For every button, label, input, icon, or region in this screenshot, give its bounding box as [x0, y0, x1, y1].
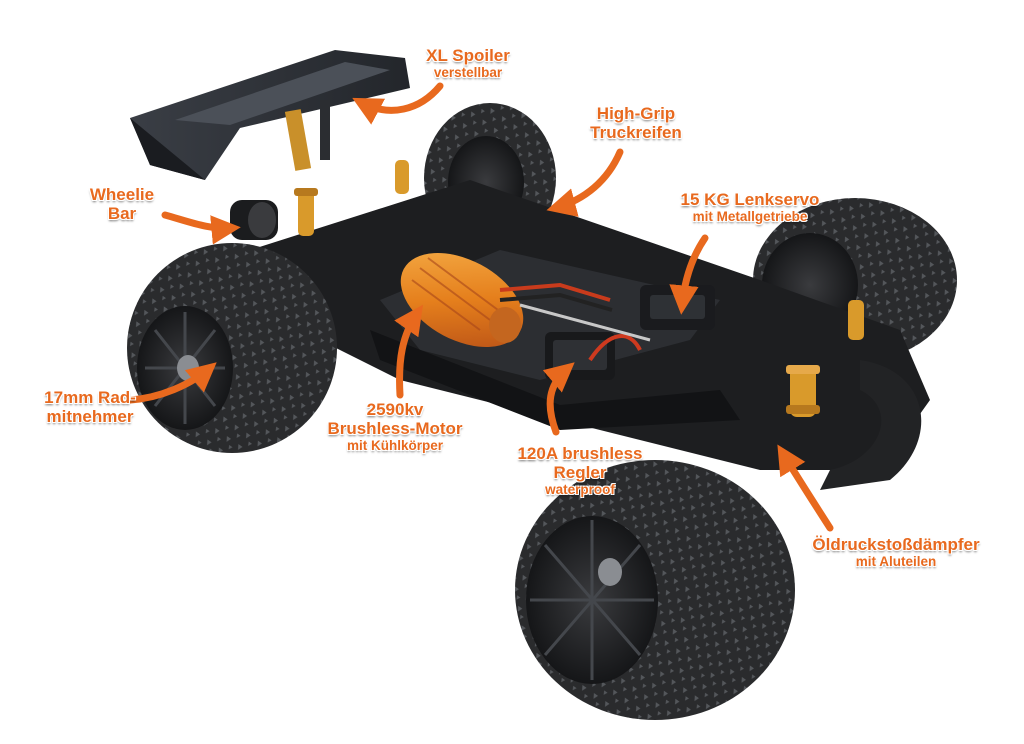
callout-esc-line2: Regler: [553, 463, 607, 483]
arrow-motor: [394, 304, 424, 399]
callout-shocks-subtitle: mit Aluteilen: [855, 554, 937, 570]
callout-servo: 15 KG Lenkservo mit Metallgetriebe: [650, 190, 850, 224]
shock-absorbers: [294, 160, 864, 417]
callout-hub-line2: mitnehmer: [46, 407, 134, 427]
callout-hub-line1: 17mm Rad-: [44, 388, 136, 407]
callout-esc-subtitle: waterproof: [545, 482, 615, 498]
callout-motor: 2590kv Brushless-Motor mit Kühlkörper: [300, 400, 490, 453]
callout-servo-title: 15 KG Lenkservo: [680, 190, 820, 209]
callout-wheelie-bar: Wheelie Bar: [72, 185, 172, 223]
arrow-esc: [542, 362, 575, 436]
callout-wheelie-line1: Wheelie: [89, 185, 155, 204]
arrow-wheelie: [161, 211, 241, 245]
callout-servo-subtitle: mit Metallgetriebe: [692, 209, 808, 225]
front-left-wheel: [515, 460, 795, 720]
callout-spoiler: XL Spoiler verstellbar: [408, 46, 528, 80]
arrow-shocks: [777, 444, 834, 532]
callout-wheelie-line2: Bar: [107, 204, 137, 224]
arrow-servo: [669, 234, 709, 315]
spoiler: [130, 50, 410, 180]
callout-tires: High-Grip Truckreifen: [566, 104, 706, 142]
callout-tires-line1: High-Grip: [596, 104, 676, 123]
callout-arrows: [126, 82, 834, 532]
callout-wheel-hub: 17mm Rad- mitnehmer: [20, 388, 160, 426]
callout-spoiler-subtitle: verstellbar: [433, 65, 503, 81]
rear-left-wheel: [127, 243, 337, 453]
callout-tires-line2: Truckreifen: [590, 123, 682, 143]
callout-motor-subtitle: mit Kühlkörper: [346, 438, 443, 454]
brushless-motor: [400, 253, 613, 347]
callout-esc: 120A brushless Regler waterproof: [495, 444, 665, 497]
arrow-spoiler: [352, 82, 444, 125]
callout-esc-line1: 120A brushless: [517, 444, 643, 463]
arrow-hub: [126, 362, 217, 404]
callout-motor-line2: Brushless-Motor: [327, 419, 463, 439]
callout-shocks: Öldruckstoßdämpfer mit Aluteilen: [780, 535, 1012, 569]
callout-motor-line1: 2590kv: [366, 400, 424, 419]
callout-spoiler-title: XL Spoiler: [426, 46, 510, 65]
callout-shocks-title: Öldruckstoßdämpfer: [812, 535, 980, 554]
arrow-tires: [546, 148, 624, 217]
